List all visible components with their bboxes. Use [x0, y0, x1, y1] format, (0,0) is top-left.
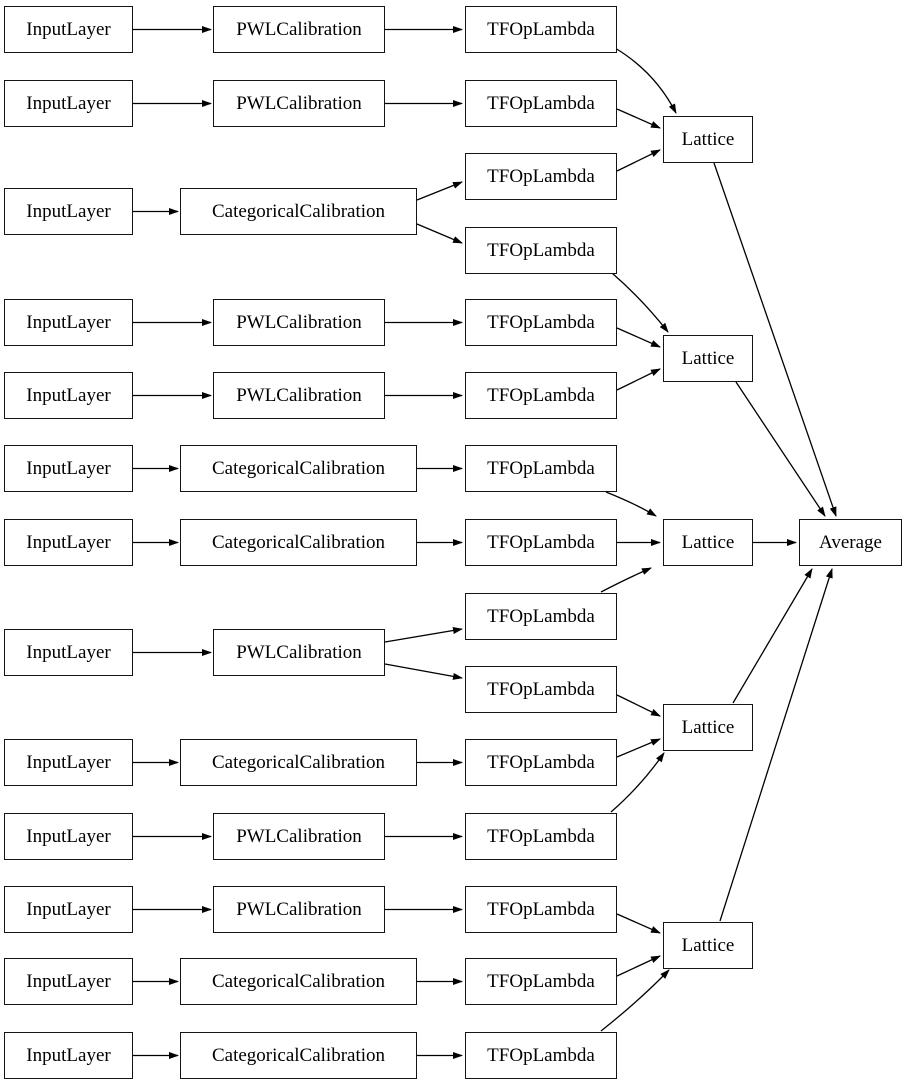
- node-cal5: PWLCalibration: [213, 372, 385, 419]
- node-in13: InputLayer: [4, 1032, 133, 1079]
- edge-lat4-avg: [732, 568, 813, 704]
- edge-cal8-tf10: [384, 663, 463, 680]
- edge-tf12-lat4: [610, 752, 665, 813]
- node-tf1: TFOpLambda: [465, 6, 617, 53]
- node-cal11: PWLCalibration: [213, 886, 385, 933]
- edge-lat1-avg: [713, 162, 837, 517]
- node-in2: InputLayer: [4, 80, 133, 127]
- edge-cal3-tf4: [416, 223, 463, 244]
- node-cal12: CategoricalCalibration: [180, 958, 417, 1005]
- node-in9: InputLayer: [4, 739, 133, 786]
- edges: [133, 26, 837, 1059]
- node-in7: InputLayer: [4, 519, 133, 566]
- node-cal6: CategoricalCalibration: [180, 445, 417, 492]
- node-in11: InputLayer: [4, 886, 133, 933]
- node-cal2: PWLCalibration: [213, 80, 385, 127]
- node-in4: InputLayer: [4, 299, 133, 346]
- node-tf7: TFOpLambda: [465, 445, 617, 492]
- node-tf3: TFOpLambda: [465, 153, 617, 200]
- node-tf14: TFOpLambda: [465, 958, 617, 1005]
- node-lat5: Lattice: [663, 922, 753, 969]
- edge-tf14-lat5: [616, 955, 661, 977]
- node-avg: Average: [799, 519, 902, 566]
- node-tf12: TFOpLambda: [465, 813, 617, 860]
- edge-tf5-lat2: [616, 327, 661, 348]
- node-cal3: CategoricalCalibration: [180, 188, 417, 235]
- node-tf4: TFOpLambda: [465, 227, 617, 274]
- edge-tf9-lat3: [600, 567, 652, 593]
- node-cal13: CategoricalCalibration: [180, 1032, 417, 1079]
- edge-cal8-tf9: [384, 627, 463, 643]
- node-cal10: PWLCalibration: [213, 813, 385, 860]
- node-lat2: Lattice: [663, 335, 753, 382]
- node-tf10: TFOpLambda: [465, 666, 617, 713]
- node-in5: InputLayer: [4, 372, 133, 419]
- node-lat1: Lattice: [663, 116, 753, 163]
- edge-tf3-lat1: [616, 149, 661, 172]
- node-lat3: Lattice: [663, 519, 753, 566]
- node-cal4: PWLCalibration: [213, 299, 385, 346]
- node-in3: InputLayer: [4, 188, 133, 235]
- node-tf5: TFOpLambda: [465, 299, 617, 346]
- edge-tf7-lat3: [605, 491, 657, 517]
- node-tf9: TFOpLambda: [465, 593, 617, 640]
- node-tf2: TFOpLambda: [465, 80, 617, 127]
- node-tf15: TFOpLambda: [465, 1032, 617, 1079]
- node-in6: InputLayer: [4, 445, 133, 492]
- node-cal8: PWLCalibration: [213, 629, 385, 676]
- node-cal1: PWLCalibration: [213, 6, 385, 53]
- node-tf8: TFOpLambda: [465, 519, 617, 566]
- edge-tf15-lat5: [600, 969, 670, 1032]
- node-tf11: TFOpLambda: [465, 739, 617, 786]
- edge-lat5-avg: [719, 568, 833, 922]
- edge-tf1-lat1: [614, 47, 677, 114]
- edge-tf11-lat4: [616, 738, 661, 758]
- node-tf13: TFOpLambda: [465, 886, 617, 933]
- node-tf6: TFOpLambda: [465, 372, 617, 419]
- edge-tf4-lat2: [611, 272, 669, 333]
- node-in10: InputLayer: [4, 813, 133, 860]
- node-cal7: CategoricalCalibration: [180, 519, 417, 566]
- edge-tf6-lat2: [616, 368, 661, 391]
- node-cal9: CategoricalCalibration: [180, 739, 417, 786]
- edge-cal3-tf3: [416, 181, 463, 201]
- edge-lat2-avg: [735, 381, 826, 517]
- edge-tf2-lat1: [616, 108, 661, 129]
- node-in8: InputLayer: [4, 629, 133, 676]
- node-in12: InputLayer: [4, 958, 133, 1005]
- edge-tf10-lat4: [616, 694, 661, 717]
- node-in1: InputLayer: [4, 6, 133, 53]
- node-lat4: Lattice: [663, 704, 753, 751]
- edge-tf13-lat5: [616, 913, 661, 934]
